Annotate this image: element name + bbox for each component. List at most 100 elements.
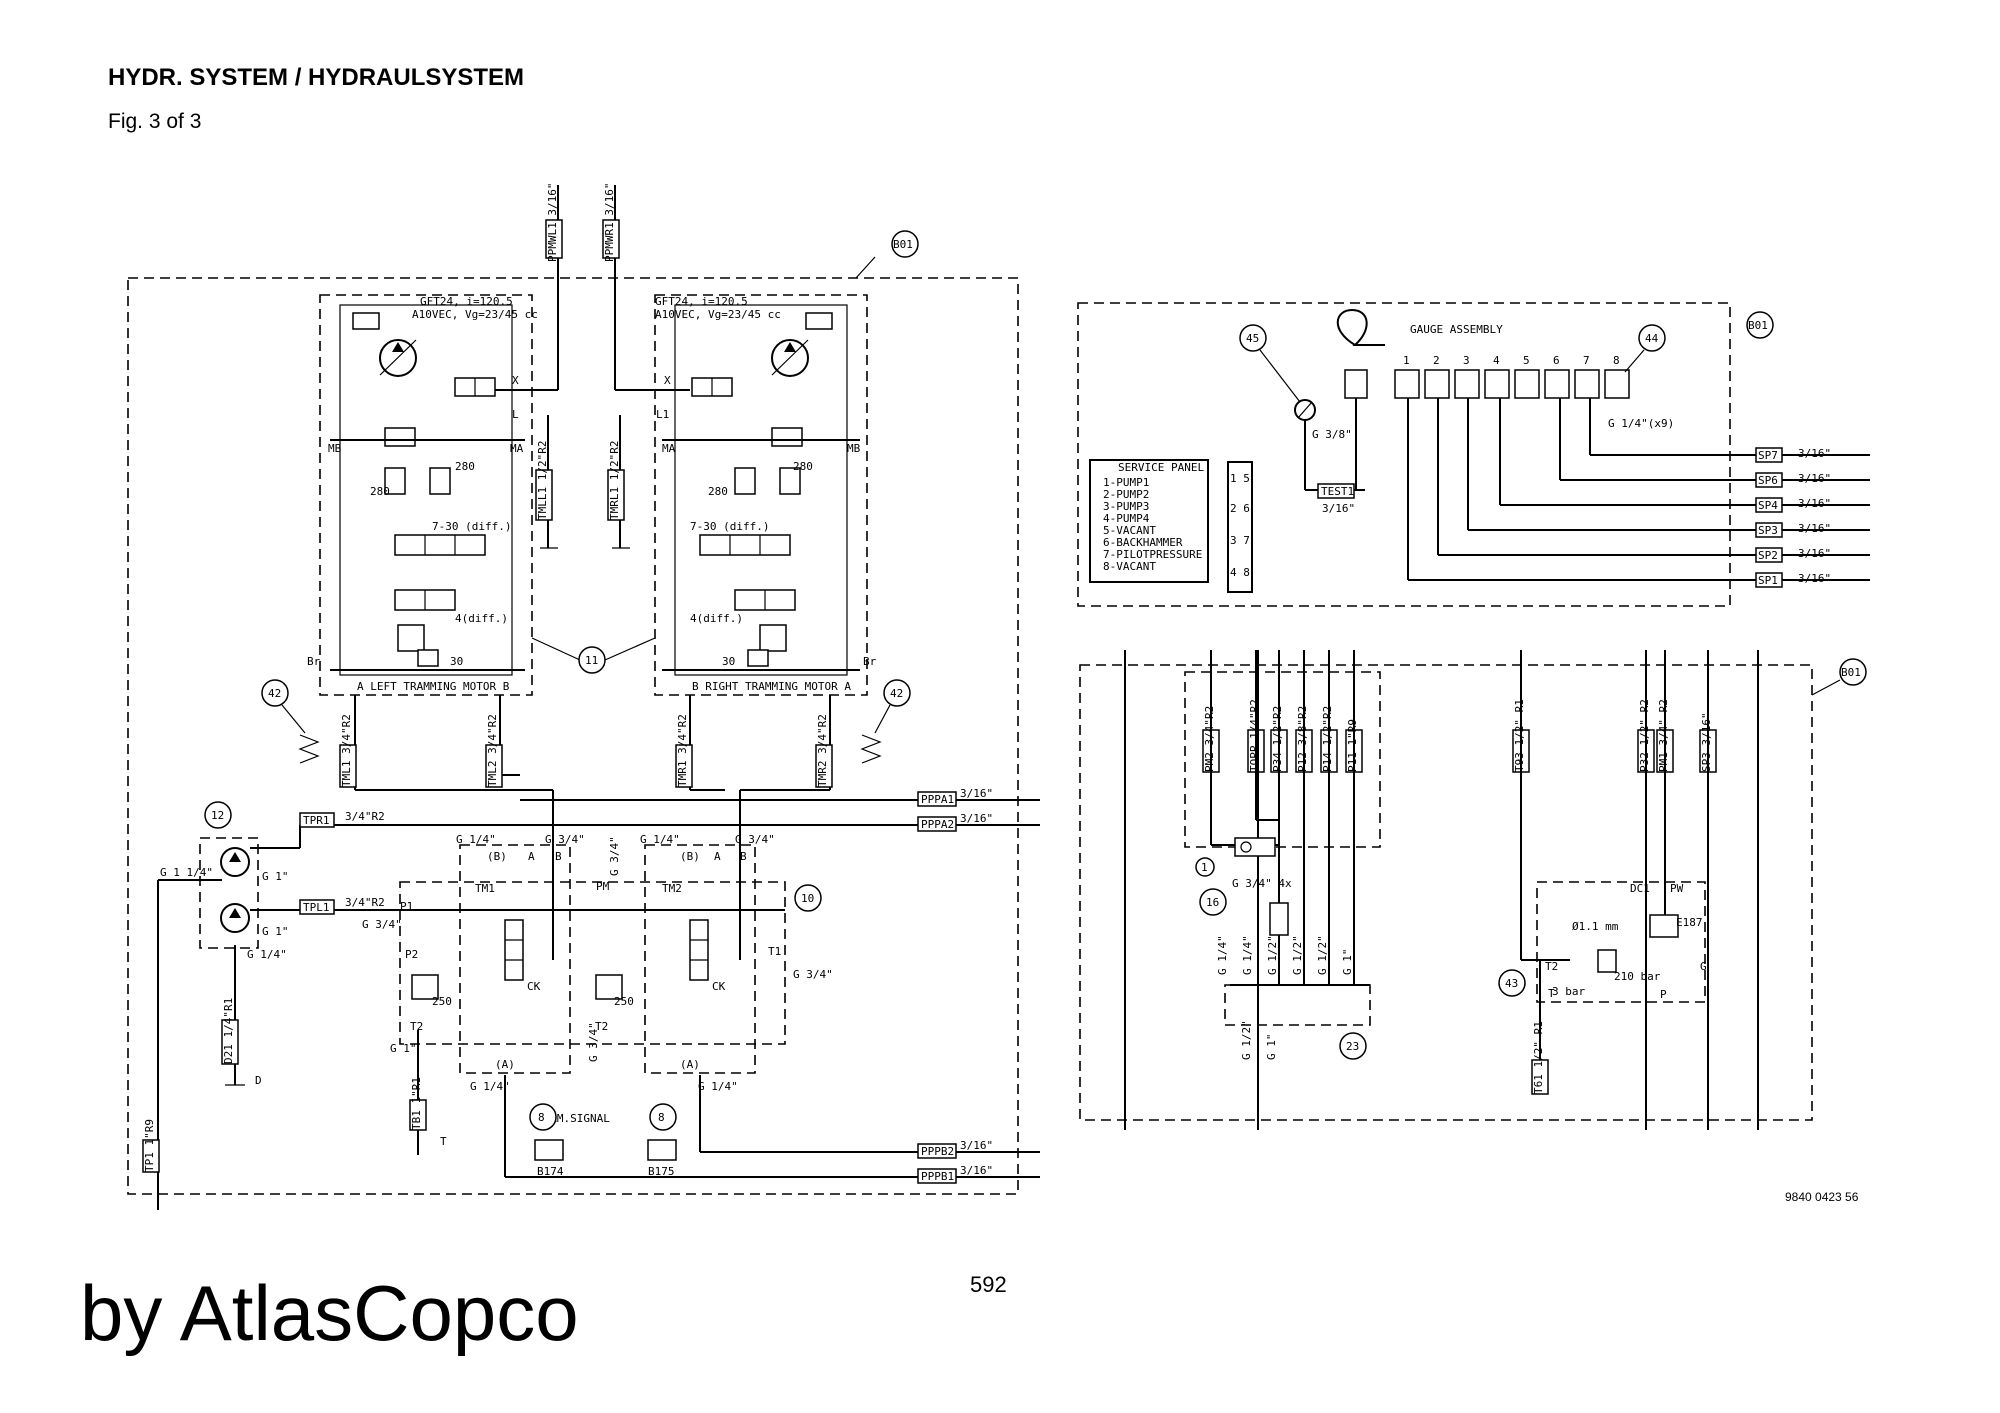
svg-text:1: 1 <box>1201 861 1208 874</box>
svg-text:DC1: DC1 <box>1630 882 1650 895</box>
right-port-mb: MB <box>847 442 861 455</box>
svg-text:G 3/4": G 3/4" <box>735 833 775 846</box>
svg-text:B: B <box>555 850 562 863</box>
left-port-mb: MB <box>328 442 342 455</box>
manifold-23-fittings: G 1/4" G 1/4" G 1/2" G 1/2" G 1/2" G 1" … <box>1216 935 1354 1060</box>
svg-text:6-BACKHAMMER: 6-BACKHAMMER <box>1103 536 1183 549</box>
svg-text:45: 45 <box>1246 332 1259 345</box>
svg-text:A: A <box>714 850 721 863</box>
left-motor-spec1: GFT24, i=120.5 <box>420 295 513 308</box>
svg-text:G 1/4": G 1/4" <box>456 833 496 846</box>
switch-b174: B174 <box>537 1165 564 1178</box>
svg-text:3: 3 <box>1463 354 1470 367</box>
svg-text:3/16": 3/16" <box>1798 497 1831 510</box>
svg-text:G 1/4": G 1/4" <box>1241 935 1254 975</box>
svg-text:G 3/4": G 3/4" <box>793 968 833 981</box>
svg-text:3/16": 3/16" <box>1798 447 1831 460</box>
svg-text:T: T <box>1548 987 1555 1000</box>
svg-text:P12 3/8"R2: P12 3/8"R2 <box>1296 706 1309 772</box>
svg-text:P1: P1 <box>400 900 413 913</box>
svg-text:PM2 3/4"R2: PM2 3/4"R2 <box>1203 706 1216 772</box>
right-motor-spec2: A10VEC, Vg=23/45 cc <box>655 308 781 321</box>
svg-text:CK: CK <box>712 980 726 993</box>
hose-pppa1: PPPA1 <box>921 793 954 806</box>
callout-44 <box>1638 324 1666 352</box>
svg-text:G 1/4": G 1/4" <box>698 1080 738 1093</box>
hose-tmll1: TMLL1 1/2"R2 <box>536 441 549 520</box>
right-val-280b: 280 <box>793 460 813 473</box>
svg-text:P: P <box>1660 988 1667 1001</box>
callout-10 <box>794 884 822 912</box>
hose-tml2: TML2 3/4"R2 <box>486 714 499 787</box>
hose-tpr1: TPR1 <box>303 814 330 827</box>
svg-text:D: D <box>255 1074 262 1087</box>
callout-12 <box>204 801 232 829</box>
svg-text:8: 8 <box>1613 354 1620 367</box>
svg-text:G 1": G 1" <box>262 925 289 938</box>
pump-port-g114: G 1 1/4" <box>160 866 213 879</box>
left-val-30: 30 <box>450 655 463 668</box>
figure-number: Fig. 3 of 3 <box>108 110 202 133</box>
hose-t61: T61 1/2" R1 <box>1532 1021 1545 1094</box>
svg-text:CK: CK <box>527 980 541 993</box>
svg-text:Ø1.1 mm: Ø1.1 mm <box>1572 920 1619 933</box>
right-motor-name: B RIGHT TRAMMING MOTOR A <box>692 680 851 693</box>
svg-text:G 1/2": G 1/2" <box>1240 1020 1253 1060</box>
callout-b01-lower <box>1839 658 1867 686</box>
service-panel-legend <box>1089 459 1209 583</box>
hose-sp6: SP6 <box>1758 474 1778 487</box>
test-port-label: TEST1 <box>1321 485 1354 498</box>
left-port-br: Br <box>307 655 321 668</box>
svg-text:7-PILOTPRESSURE: 7-PILOTPRESSURE <box>1103 548 1202 561</box>
svg-text:5: 5 <box>1523 354 1530 367</box>
svg-text:T2: T2 <box>1545 960 1558 973</box>
callout-8-right <box>649 1103 677 1131</box>
svg-text:12: 12 <box>211 809 224 822</box>
svg-text:TM2: TM2 <box>662 882 682 895</box>
svg-text:P34 1/2"R2: P34 1/2"R2 <box>1271 706 1284 772</box>
svg-text:10: 10 <box>801 892 814 905</box>
svg-text:4: 4 <box>1493 354 1500 367</box>
svg-text:(B): (B) <box>680 850 700 863</box>
left-diff-4: 4(diff.) <box>455 612 508 625</box>
svg-text:G 1/4": G 1/4" <box>1216 935 1229 975</box>
svg-text:G 1": G 1" <box>262 870 289 883</box>
svg-text:T2: T2 <box>595 1020 608 1033</box>
svg-text:G 1/4": G 1/4" <box>470 1080 510 1093</box>
svg-text:T1: T1 <box>768 945 781 958</box>
callout-1 <box>1195 857 1215 877</box>
svg-text:3/4"R2: 3/4"R2 <box>345 896 385 909</box>
svg-text:1 5: 1 5 <box>1230 472 1250 485</box>
svg-text:3-PUMP3: 3-PUMP3 <box>1103 500 1149 513</box>
svg-text:SP3 3/16": SP3 3/16" <box>1700 712 1713 772</box>
svg-text:250: 250 <box>614 995 634 1008</box>
page-number: 592 <box>970 1272 1007 1297</box>
right-port-br: Br <box>863 655 877 668</box>
svg-text:3/16": 3/16" <box>960 1164 993 1177</box>
hose-sp7: SP7 <box>1758 449 1778 462</box>
svg-text:3/16": 3/16" <box>1798 547 1831 560</box>
svg-text:5-VACANT: 5-VACANT <box>1103 524 1156 537</box>
hose-ppmwl1: PPMWL1 3/16" <box>546 183 559 262</box>
svg-text:8-VACANT: 8-VACANT <box>1103 560 1156 573</box>
svg-text:TM1: TM1 <box>475 882 495 895</box>
svg-text:2 6: 2 6 <box>1230 502 1250 515</box>
callout-b01-left <box>891 230 919 258</box>
svg-text:(A): (A) <box>495 1058 515 1071</box>
svg-text:7: 7 <box>1583 354 1590 367</box>
svg-text:G 3/4" 4x: G 3/4" 4x <box>1232 877 1292 890</box>
svg-text:3 7: 3 7 <box>1230 534 1250 547</box>
svg-text:16: 16 <box>1206 896 1219 909</box>
svg-text:6: 6 <box>1553 354 1560 367</box>
svg-text:G: G <box>1700 960 1707 973</box>
svg-text:G 1/4": G 1/4" <box>247 948 287 961</box>
svg-text:3/16": 3/16" <box>960 787 993 800</box>
callout-43 <box>1498 969 1526 997</box>
callout-42-right <box>883 679 911 707</box>
svg-text:8: 8 <box>538 1111 545 1124</box>
callout-11 <box>578 646 606 674</box>
pw-valve-block <box>1536 881 1706 1003</box>
svg-text:T2: T2 <box>410 1020 423 1033</box>
svg-text:2-PUMP2: 2-PUMP2 <box>1103 488 1149 501</box>
